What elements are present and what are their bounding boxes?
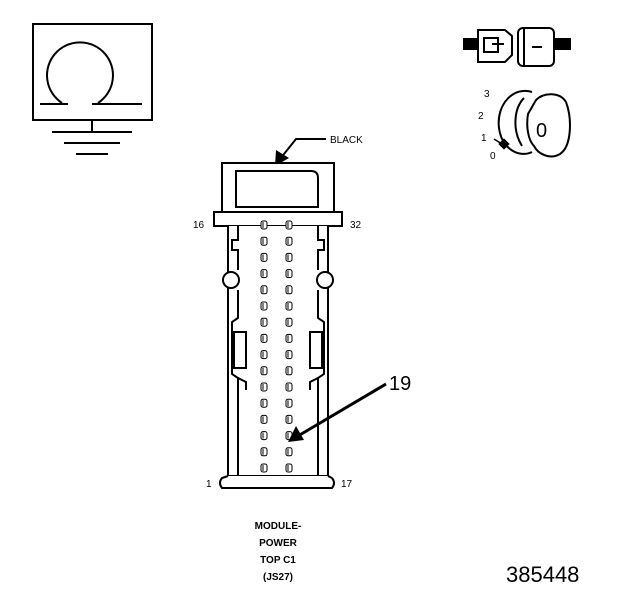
pin-cavity xyxy=(285,447,293,457)
pin-cavity xyxy=(260,414,268,424)
pin-cavity xyxy=(285,398,293,408)
pin-cavity xyxy=(285,269,293,279)
cavity-number-17: 17 xyxy=(341,479,353,490)
figure-number: 385448 xyxy=(506,562,580,587)
caption-line-1: MODULE- xyxy=(254,521,302,532)
caption-line-3: TOP C1 xyxy=(260,555,296,566)
pin-cavity xyxy=(260,431,268,441)
ohm-ground-icon xyxy=(32,23,153,155)
pin-cavity xyxy=(285,333,293,343)
pin-cavity xyxy=(285,350,293,360)
connector-side-icon xyxy=(463,27,571,67)
pin-cavity xyxy=(260,333,268,343)
pin-cavities xyxy=(260,220,293,473)
pin-cavity xyxy=(285,285,293,295)
pin-cavity xyxy=(260,350,268,360)
pin-cavity xyxy=(260,252,268,262)
pin-cavity xyxy=(285,236,293,246)
pin-cavity xyxy=(260,301,268,311)
pin-cavity xyxy=(285,366,293,376)
cavity-number-1: 1 xyxy=(206,479,212,490)
pin-cavity xyxy=(260,285,268,295)
pin-cavity xyxy=(285,220,293,230)
pin-cavity xyxy=(285,463,293,473)
pin-cavity xyxy=(285,317,293,327)
pin-cavity xyxy=(260,366,268,376)
callout-number: 19 xyxy=(389,373,411,395)
pin-cavity xyxy=(260,447,268,457)
pin-cavity xyxy=(260,398,268,408)
caption-line-4: (JS27) xyxy=(262,572,293,583)
pin-cavity xyxy=(285,414,293,424)
pin-cavity xyxy=(260,220,268,230)
pin-cavity xyxy=(260,463,268,473)
callout-arrow-line xyxy=(297,382,387,438)
ignition-switch-icon xyxy=(493,89,571,158)
pin-cavity xyxy=(285,382,293,392)
pin-cavity xyxy=(260,317,268,327)
pin-cavity xyxy=(260,236,268,246)
cavity-number-16: 16 xyxy=(193,220,205,231)
black-leader-line xyxy=(279,138,326,160)
caption-line-2: POWER xyxy=(259,538,297,549)
ignition-position-2: 2 xyxy=(478,111,484,122)
ignition-position-1: 1 xyxy=(481,133,487,144)
callout-arrowhead xyxy=(288,426,304,442)
pin-cavity xyxy=(285,252,293,262)
connector-body xyxy=(213,162,343,489)
cavity-number-32: 32 xyxy=(350,220,362,231)
pin-cavity xyxy=(260,269,268,279)
ignition-position-3: 3 xyxy=(484,89,490,100)
pin-cavity xyxy=(260,382,268,392)
wire-color-label: BLACK xyxy=(330,135,363,146)
pin-cavity xyxy=(285,301,293,311)
key-label: 0 xyxy=(536,120,547,142)
ignition-position-0: 0 xyxy=(490,151,496,162)
